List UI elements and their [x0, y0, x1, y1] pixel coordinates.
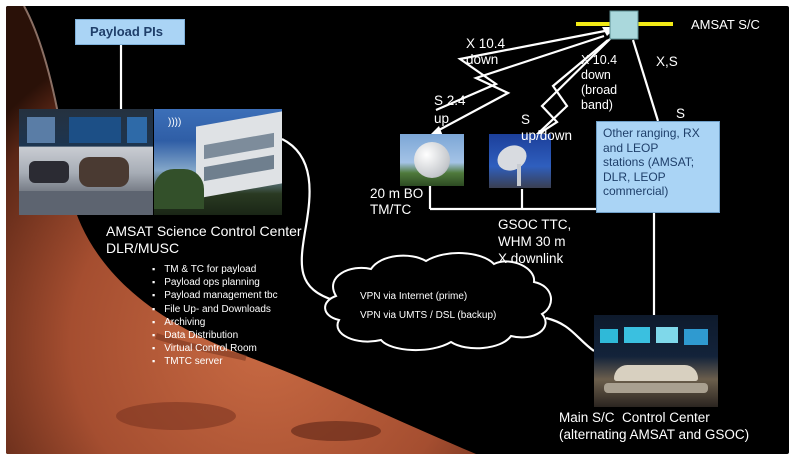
list-item: Virtual Control Room — [152, 342, 278, 355]
diagram-slide: Payload PIs )))) Other ranging, RX and L… — [6, 6, 789, 454]
vpn-backup-label: VPN via UMTS / DSL (backup) — [360, 310, 497, 321]
diagram-canvas — [6, 6, 673, 454]
s-up-link — [438, 34, 605, 131]
vpn-prime-label: VPN via Internet (prime) — [360, 291, 468, 302]
list-item: TM & TC for payload — [152, 263, 278, 276]
science-vpn-line — [281, 138, 337, 303]
services-list: TM & TC for payload Payload ops planning… — [152, 263, 278, 369]
s-updown-link — [522, 37, 612, 145]
main-control-center-photo — [594, 315, 718, 407]
mars-planet — [6, 6, 476, 454]
s-up-label: S 2.4 up — [434, 93, 466, 126]
science-building-photo: )))) — [154, 109, 282, 215]
list-item: Payload ops planning — [152, 276, 278, 289]
list-item: Payload management tbc — [152, 289, 277, 302]
x-broadband-label: X 10.4 down (broad band) — [581, 53, 618, 112]
list-item: Archiving — [152, 316, 278, 329]
science-control-room-photo — [19, 109, 153, 215]
xs-link — [631, 39, 660, 122]
gsoc-ttc-label: GSOC TTC, WHM 30 m X downlink — [498, 217, 572, 266]
spacecraft-icon — [576, 10, 673, 40]
x-down-label: X 10.4 down — [466, 36, 506, 67]
list-item: Data Distribution — [152, 329, 278, 342]
spacecraft-label: AMSAT S/C — [691, 17, 760, 32]
s-label: S — [676, 106, 686, 121]
vpn-main-line — [545, 316, 595, 352]
science-center-label: AMSAT Science Control Center DLR/MUSC — [106, 223, 302, 256]
payload-pis-box: Payload PIs — [75, 19, 185, 45]
other-stations-box: Other ranging, RX and LEOP stations (AMS… — [596, 121, 720, 213]
main-center-label: Main S/C Control Center (alternating AMS… — [559, 410, 750, 442]
x-s-label: X,S — [656, 54, 678, 69]
connection-lines — [119, 28, 660, 352]
x-broadband-link — [528, 39, 609, 143]
list-item: File Up- and Downloads — [152, 303, 278, 316]
radome-antenna-photo — [400, 134, 464, 186]
x-down-link — [435, 28, 611, 112]
list-item: TMTC server — [152, 355, 278, 368]
payload-pis-label: Payload PIs — [90, 24, 163, 39]
vpn-cloud — [324, 252, 552, 352]
s-updown-label: S up/down — [521, 112, 573, 143]
dish-antenna-photo — [489, 134, 551, 188]
logo-mark: )))) — [168, 117, 182, 128]
bo-antenna-label: 20 m BO TM/TC — [370, 186, 424, 217]
other-stations-label: Other ranging, RX and LEOP stations (AMS… — [603, 126, 700, 198]
